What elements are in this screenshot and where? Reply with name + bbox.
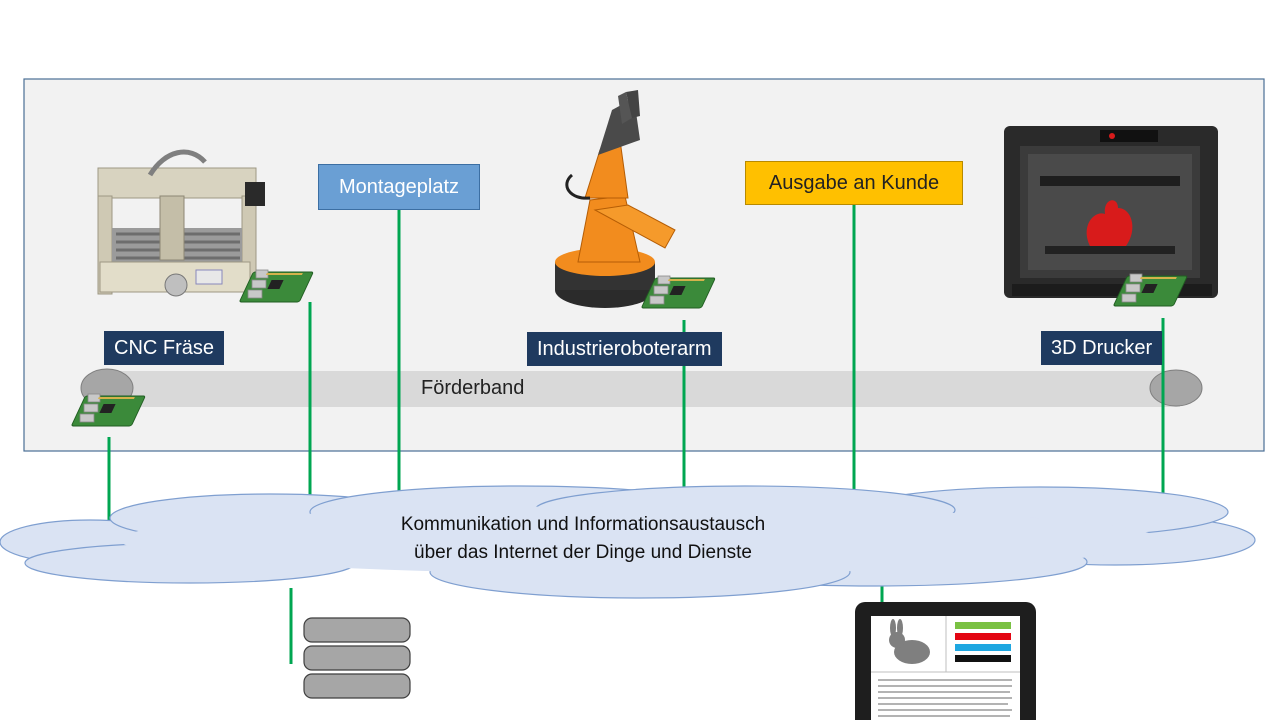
- tablet-icon: [855, 602, 1036, 720]
- iot-cloud: [0, 485, 1256, 599]
- conveyor-belt: [80, 368, 1203, 408]
- cloud-text-line-2: über das Internet der Dinge und Dienste: [414, 542, 752, 563]
- output-station-label: Ausgabe an Kunde: [745, 161, 963, 205]
- database-stack-icon: [303, 617, 411, 699]
- robot-station-label: Industrieroboterarm: [527, 332, 722, 366]
- industrial-robot-arm-icon: [555, 90, 676, 308]
- cloud-text-line-1: Kommunikation und Informationsaustausch: [400, 514, 766, 535]
- 3d-printer-icon: [1004, 126, 1218, 298]
- cnc-station-label: CNC Fräse: [104, 331, 225, 365]
- rabbit-model-icon: [889, 619, 930, 664]
- printer-station-label: 3D Drucker: [1041, 331, 1163, 365]
- cnc-milling-machine-icon: [97, 149, 265, 297]
- conveyor-label: Förderband: [421, 377, 525, 399]
- assembly-station-label: Montageplatz: [318, 164, 480, 210]
